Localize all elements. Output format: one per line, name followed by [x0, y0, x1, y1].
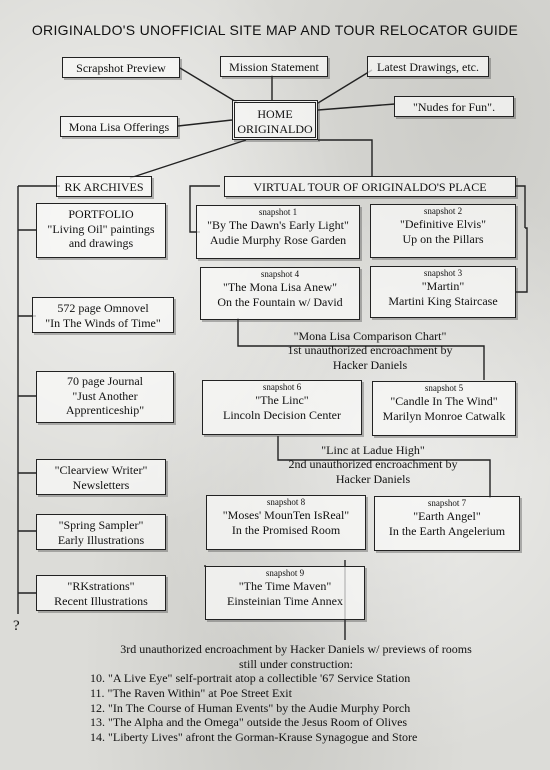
snapshot-place: Up on the Pillars — [402, 231, 484, 246]
archive-item-line: Apprenticeship" — [65, 403, 145, 418]
snapshot-place: Einsteinian Time Annex — [226, 593, 343, 608]
encroachment-line: Hacker Daniels — [335, 471, 411, 486]
home-label: HOME — [257, 107, 293, 121]
snapshot-title: "The Mona Lisa Anew" — [222, 279, 338, 294]
preview-room-item[interactable]: 14. "Liberty Lives" afront the Gorman-Kr… — [90, 729, 418, 744]
encroachment-intro: 3rd unauthorized encroachment by Hacker … — [120, 642, 472, 656]
archive-item-line: PORTFOLIO — [68, 207, 134, 221]
snapshot-title: "Earth Angel" — [413, 508, 481, 523]
archive-item-line: "Clearview Writer" — [54, 463, 148, 477]
archive-item-line: and drawings — [68, 236, 134, 251]
scrapshot-preview-link[interactable]: Scrapshot Preview — [62, 57, 180, 78]
snapshot-tag: snapshot 8 — [266, 497, 306, 507]
archive-item-rkstrations[interactable]: "RKstrations" Recent Illustrations — [36, 575, 166, 611]
home-originaldo-link[interactable]: HOME ORIGINALDO — [232, 100, 318, 140]
third-encroachment-block: 3rd unauthorized encroachment by Hacker … — [86, 642, 506, 744]
archive-item-line: 572 page Omnovel — [57, 301, 149, 315]
rk-archives-link[interactable]: RK ARCHIVES — [56, 176, 152, 197]
archive-item-line: Newsletters — [72, 477, 130, 492]
archive-item-portfolio[interactable]: PORTFOLIO "Living Oil" paintings and dra… — [36, 203, 166, 258]
snapshot-title: "The Linc" — [255, 392, 309, 407]
snapshot-tag: snapshot 1 — [258, 207, 298, 217]
snapshot-3-link[interactable]: snapshot 3 "Martin" Martini King Stairca… — [370, 266, 516, 318]
encroachment-intro: still under construction: — [239, 656, 353, 671]
encroachment-line: 1st unauthorized encroachment by — [287, 343, 453, 358]
encroachment-line: 2nd unauthorized encroachment by — [288, 457, 458, 472]
snapshot-place: In the Promised Room — [231, 522, 341, 537]
snapshot-8-link[interactable]: snapshot 8 "Moses' MounTen IsReal" In th… — [206, 495, 366, 550]
archive-item-line: "RKstrations" — [67, 579, 135, 593]
latest-drawings-link[interactable]: Latest Drawings, etc. — [367, 56, 489, 77]
snapshot-place: Martini King Staircase — [388, 293, 498, 308]
preview-room-item[interactable]: 11. "The Raven Within" at Poe Street Exi… — [90, 685, 292, 700]
link-label: Mona Lisa Offerings — [68, 120, 170, 134]
snapshot-tag: snapshot 5 — [424, 383, 464, 393]
snapshot-tag: snapshot 7 — [427, 498, 467, 508]
mona-lisa-comparison-link[interactable]: "Mona Lisa Comparison Chart" 1st unautho… — [248, 329, 492, 372]
snapshot-tag: snapshot 9 — [265, 568, 305, 578]
archive-item-journal[interactable]: 70 page Journal "Just Another Apprentice… — [36, 371, 174, 423]
mission-statement-link[interactable]: Mission Statement — [220, 56, 328, 77]
snapshot-4-link[interactable]: snapshot 4 "The Mona Lisa Anew" On the F… — [200, 267, 360, 320]
linc-at-ladue-link[interactable]: "Linc at Ladue High" 2nd unauthorized en… — [256, 443, 490, 486]
snapshot-tag: snapshot 3 — [423, 268, 463, 278]
snapshot-place: On the Fountain w/ David — [217, 294, 343, 309]
snapshot-tag: snapshot 6 — [262, 382, 302, 392]
snapshot-1-link[interactable]: snapshot 1 "By The Dawn's Early Light" A… — [196, 205, 360, 259]
snapshot-5-link[interactable]: snapshot 5 "Candle In The Wind" Marilyn … — [372, 381, 516, 436]
encroachment-line: Hacker Daniels — [332, 357, 408, 372]
archive-item-line: "In The Winds of Time" — [45, 315, 161, 330]
link-label: Mission Statement — [229, 60, 319, 74]
archive-item-line: 70 page Journal — [67, 374, 143, 388]
snapshot-tag: snapshot 4 — [260, 269, 300, 279]
archive-item-line: Early Illustrations — [57, 532, 145, 547]
tour-label: VIRTUAL TOUR OF ORIGINALDO'S PLACE — [253, 180, 487, 194]
snapshot-title: "Moses' MounTen IsReal" — [222, 507, 350, 522]
snapshot-9-link[interactable]: snapshot 9 "The Time Maven" Einsteinian … — [205, 566, 365, 620]
preview-room-item[interactable]: 13. "The Alpha and the Omega" outside th… — [90, 715, 408, 730]
snapshot-7-link[interactable]: snapshot 7 "Earth Angel" In the Earth An… — [374, 496, 520, 551]
snapshot-title: "Martin" — [421, 278, 465, 293]
nudes-for-fun-link[interactable]: "Nudes for Fun". — [394, 96, 514, 117]
snapshot-title: "The Time Maven" — [238, 578, 332, 593]
link-label: "Nudes for Fun". — [412, 100, 496, 114]
archive-item-omnovel[interactable]: 572 page Omnovel "In The Winds of Time" — [32, 297, 174, 333]
virtual-tour-link[interactable]: VIRTUAL TOUR OF ORIGINALDO'S PLACE — [224, 176, 516, 197]
archives-label: RK ARCHIVES — [64, 180, 144, 194]
link-label: Scrapshot Preview — [76, 61, 166, 75]
snapshot-6-link[interactable]: snapshot 6 "The Linc" Lincoln Decision C… — [202, 380, 362, 435]
mona-lisa-offerings-link[interactable]: Mona Lisa Offerings — [60, 116, 178, 137]
archive-item-line: "Living Oil" paintings — [47, 221, 155, 236]
archive-item-line: "Spring Sampler" — [58, 518, 144, 532]
snapshot-title: "By The Dawn's Early Light" — [207, 217, 349, 232]
page-title: ORIGINALDO'S UNOFFICIAL SITE MAP AND TOU… — [31, 22, 519, 38]
archive-item-spring-sampler[interactable]: "Spring Sampler" Early Illustrations — [36, 514, 166, 550]
home-sublabel: ORIGINALDO — [237, 121, 313, 136]
snapshot-place: Audie Murphy Rose Garden — [209, 232, 347, 247]
preview-room-item[interactable]: 12. "In The Course of Human Events" by t… — [90, 700, 411, 715]
snapshot-tag: snapshot 2 — [423, 206, 463, 216]
snapshot-title: "Candle In The Wind" — [390, 393, 498, 408]
encroachment-line: "Linc at Ladue High" — [321, 443, 425, 457]
encroachment-line: "Mona Lisa Comparison Chart" — [293, 329, 447, 343]
archive-item-line: Recent Illustrations — [54, 593, 148, 608]
snapshot-2-link[interactable]: snapshot 2 "Definitive Elvis" Up on the … — [370, 204, 516, 258]
unknown-marker: ? — [13, 618, 20, 634]
archive-item-newsletters[interactable]: "Clearview Writer" Newsletters — [36, 459, 166, 495]
preview-room-item[interactable]: 10. "A Live Eye" self-portrait atop a co… — [90, 671, 411, 686]
snapshot-place: Lincoln Decision Center — [223, 407, 341, 422]
snapshot-title: "Definitive Elvis" — [399, 216, 487, 231]
snapshot-place: In the Earth Angelerium — [388, 523, 506, 538]
link-label: Latest Drawings, etc. — [377, 60, 479, 74]
snapshot-place: Marilyn Monroe Catwalk — [382, 408, 506, 423]
archive-item-line: "Just Another — [72, 388, 138, 403]
